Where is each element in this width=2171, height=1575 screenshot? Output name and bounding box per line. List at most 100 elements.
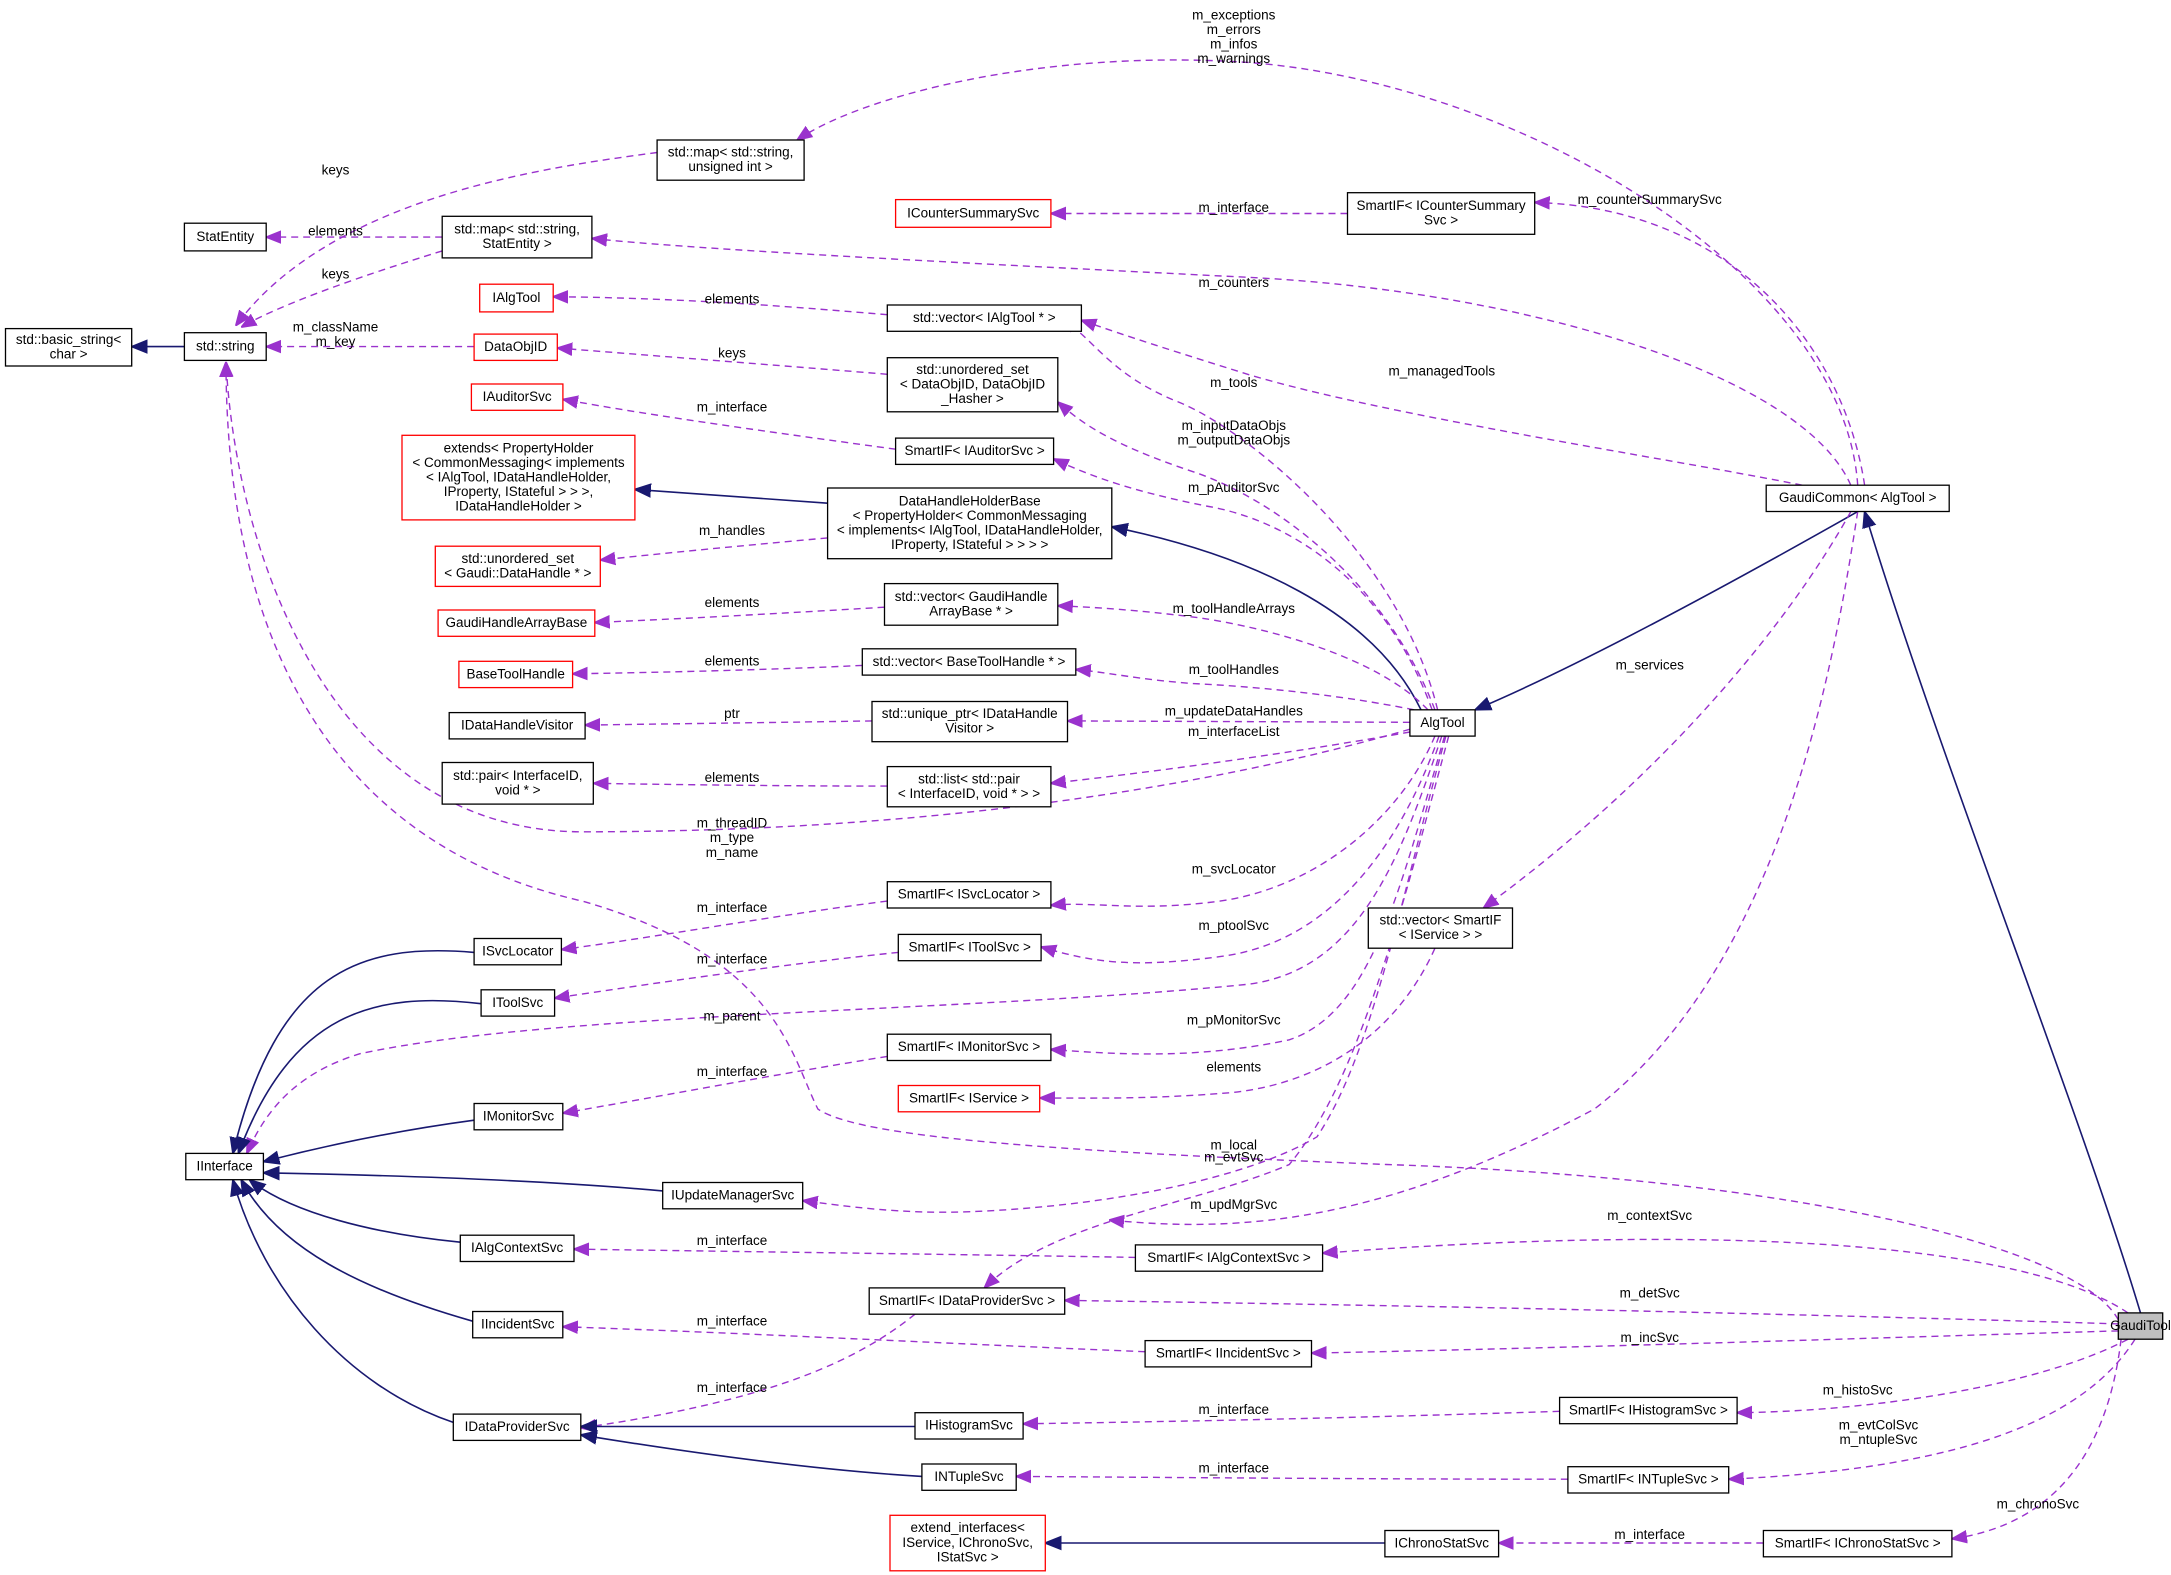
ialgtool-node[interactable]: IAlgTool — [479, 283, 554, 313]
node-label: SmartIF< IDataProviderSvc > — [879, 1293, 1055, 1308]
ihistogramsvc-node[interactable]: IHistogramSvc — [914, 1412, 1024, 1440]
l-bth-vec-label: elements — [705, 653, 760, 668]
pair-node[interactable]: std::pair< InterfaceID,void * > — [441, 761, 594, 805]
node-box — [183, 222, 267, 252]
algtool-node[interactable]: AlgTool — [1409, 709, 1476, 737]
node-label: GaudiCommon< AlgTool > — [1779, 490, 1937, 505]
iincidentsvc-node[interactable]: IIncidentSvc — [472, 1310, 564, 1339]
smartif-ntuple-node[interactable]: SmartIF< INTupleSvc > — [1567, 1466, 1730, 1494]
l-mapuint-gc-label: m_infos — [1210, 37, 1258, 52]
smartif-auditor-node[interactable]: SmartIF< IAuditorSvc > — [894, 437, 1055, 466]
smartif-svclocator-node[interactable]: SmartIF< ISvcLocator > — [886, 881, 1052, 909]
gauditool-node[interactable]: GaudiTool — [2110, 1312, 2171, 1340]
e-bth-vec-edge — [573, 664, 863, 673]
smartif-dataprovider-node[interactable]: SmartIF< IDataProviderSvc > — [868, 1287, 1066, 1315]
node-box — [4, 327, 133, 367]
unique-ptr-node[interactable]: std::unique_ptr< IDataHandleVisitor > — [871, 700, 1069, 743]
gaudicommon-node[interactable]: GaudiCommon< AlgTool > — [1765, 484, 1950, 513]
e-uptr-algtool-edge — [1068, 721, 1410, 722]
node-box — [921, 1463, 1017, 1491]
e-ialg-vec-edge — [553, 297, 888, 316]
iupdatemanagersvc-node[interactable]: IUpdateManagerSvc — [662, 1181, 804, 1210]
node-box — [480, 989, 556, 1017]
l-stat-elems-label: elements — [308, 224, 363, 239]
node-label: IService, IChronoSvc, — [902, 1535, 1033, 1550]
e-mapstat-gc-edge — [592, 238, 1852, 486]
extends-node[interactable]: extends< PropertyHolder< CommonMessaging… — [401, 434, 636, 521]
e-sifsvcl-algtool-edge — [1051, 735, 1436, 906]
l-ictx-sif-label: m_interface — [697, 1233, 768, 1248]
basetoolhandle-node[interactable]: BaseToolHandle — [458, 660, 574, 689]
node-label: std::basic_string< — [16, 332, 122, 347]
node-box — [459, 1234, 575, 1263]
list-pair-node[interactable]: std::list< std::pair< InterfaceID, void … — [886, 765, 1052, 808]
l-uptr-algtool-label: m_updateDataHandles — [1165, 703, 1303, 718]
string-node[interactable]: std::string — [183, 332, 267, 362]
datahandleholderbase-node[interactable]: DataHandleHolderBase< PropertyHolder< Co… — [826, 487, 1113, 560]
map-uint-node[interactable]: std::map< std::string,unsigned int > — [656, 139, 805, 181]
smartif-monitorsvc-node[interactable]: SmartIF< IMonitorSvc > — [886, 1033, 1052, 1062]
smartif-algcontext-node[interactable]: SmartIF< IAlgContextSvc > — [1134, 1244, 1324, 1272]
e-ictx-sif-edge — [574, 1249, 1136, 1259]
e-sifinc-gt-edge — [1312, 1330, 2119, 1353]
l-intup-sif-label: m_interface — [1199, 1460, 1270, 1475]
idatahandlevisitor-node[interactable]: IDataHandleVisitor — [448, 711, 586, 740]
node-label: IDataProviderSvc — [465, 1419, 570, 1434]
vector-gaudihandle-node[interactable]: std::vector< GaudiHandleArrayBase * > — [883, 582, 1059, 626]
node-label: SmartIF< IToolSvc > — [909, 939, 1031, 954]
unordered-dataobjid-node[interactable]: std::unordered_set< DataObjID, DataObjID… — [886, 357, 1059, 413]
vector-basetoolhandle-node[interactable]: std::vector< BaseToolHandle * > — [861, 648, 1077, 676]
e-gha-vec-edge — [595, 606, 885, 622]
node-label: Visitor > — [945, 721, 994, 736]
imonitorsvc-node[interactable]: IMonitorSvc — [473, 1102, 564, 1131]
smartif-chrono-node[interactable]: SmartIF< IChronoStatSvc > — [1762, 1529, 1953, 1558]
statentity-node[interactable]: StatEntity — [183, 222, 267, 252]
e-pair-list-edge — [593, 783, 888, 786]
l-sifaud-algtool-label: m_pAuditorSvc — [1188, 480, 1280, 495]
isvclocator-node[interactable]: ISvcLocator — [473, 937, 563, 966]
node-label: IMonitorSvc — [483, 1109, 555, 1124]
vector-ialgtool-node[interactable]: std::vector< IAlgTool * > — [886, 304, 1083, 332]
node-label: IDataHandleHolder > — [455, 499, 582, 514]
node-label: IProperty, IStateful > > >, — [444, 484, 593, 499]
node-label: ISvcLocator — [482, 944, 554, 959]
node-label: SmartIF< IService > — [909, 1091, 1029, 1106]
extend-interfaces-node[interactable]: extend_interfaces<IService, IChronoSvc,I… — [889, 1514, 1046, 1572]
node-box — [889, 1514, 1046, 1572]
smartif-toolsvc-node[interactable]: SmartIF< IToolSvc > — [897, 933, 1042, 962]
basic-string-node[interactable]: std::basic_string<char > — [4, 327, 133, 367]
map-stat-node[interactable]: std::map< std::string,StatEntity > — [441, 215, 593, 259]
node-box — [401, 434, 636, 521]
node-box — [452, 1413, 582, 1442]
node-label: < DataObjID, DataObjID — [900, 377, 1045, 392]
l-str-algtool-label: m_name — [706, 845, 759, 860]
node-label: GaudiTool — [2110, 1318, 2171, 1333]
idataprovidersvc-node[interactable]: IDataProviderSvc — [452, 1413, 582, 1442]
node-label: SmartIF< IHistogramSvc > — [1569, 1402, 1728, 1417]
unordered-datahandle-node[interactable]: std::unordered_set< Gaudi::DataHandle * … — [434, 545, 601, 588]
smartif-counter-node[interactable]: SmartIF< ICounterSummarySvc > — [1346, 192, 1536, 235]
intuplesvc-node[interactable]: INTupleSvc — [921, 1463, 1017, 1491]
node-box — [441, 761, 594, 805]
iinterface-node[interactable]: IInterface — [185, 1152, 265, 1181]
dataobjid-node[interactable]: DataObjID — [473, 333, 558, 362]
e-uset-algtool-edge — [1058, 402, 1436, 711]
ichronostatsvc-node[interactable]: IChronoStatSvc — [1384, 1529, 1500, 1558]
l-sifdp-gt-label: m_detSvc — [1620, 1286, 1680, 1301]
node-label: StatEntity — [196, 229, 254, 244]
e-siftool-algtool-edge — [1041, 735, 1440, 964]
vector-smartif-iservice-node[interactable]: std::vector< SmartIF< IService > > — [1367, 907, 1514, 949]
smartif-incident-node[interactable]: SmartIF< IIncidentSvc > — [1144, 1339, 1313, 1368]
node-label: IDataHandleVisitor — [461, 718, 574, 733]
gaudihandlearraybase-node[interactable]: GaudiHandleArrayBase — [437, 609, 596, 637]
l-str-dataobj-label: m_className — [293, 319, 379, 334]
itoolsvc-node[interactable]: IToolSvc — [480, 989, 556, 1017]
ialgcontextsvc-node[interactable]: IAlgContextSvc — [459, 1234, 575, 1263]
smartif-iservice-node[interactable]: SmartIF< IService > — [897, 1084, 1041, 1113]
icountersummarysvc-node[interactable]: ICounterSummarySvc — [894, 198, 1052, 228]
node-label: DataHandleHolderBase — [899, 493, 1041, 508]
smartif-histogram-node[interactable]: SmartIF< IHistogramSvc > — [1558, 1396, 1738, 1425]
l-ichrono-sif-label: m_interface — [1614, 1527, 1685, 1542]
e-iupd-algtool-edge — [803, 735, 1447, 1213]
iauditorsvc-node[interactable]: IAuditorSvc — [470, 383, 564, 411]
